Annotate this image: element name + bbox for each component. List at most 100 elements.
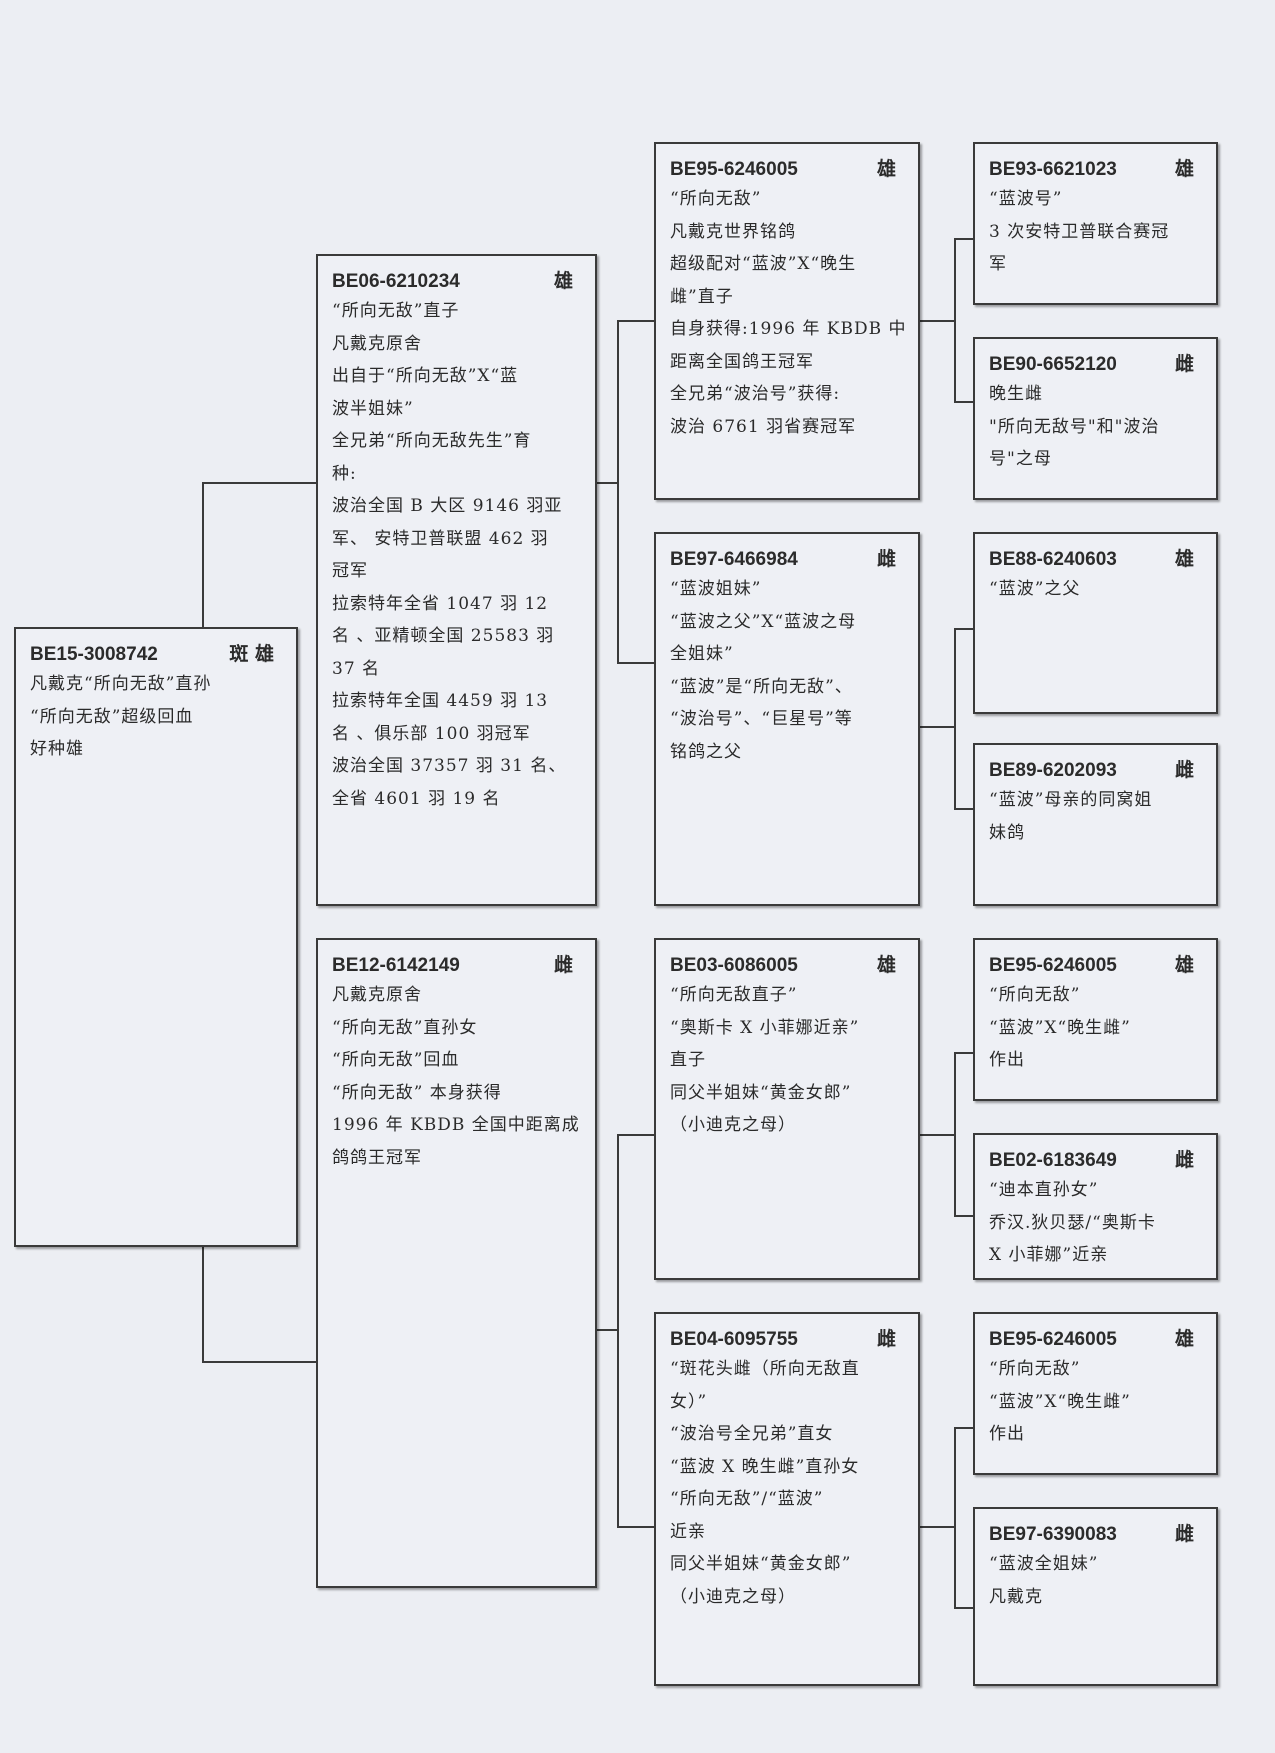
description-line: 全姐妹” (670, 644, 734, 664)
description-line: 3 次安特卫普联合赛冠 (989, 221, 1170, 242)
description-line: 种: (332, 463, 357, 484)
sex-label: 雌 (876, 548, 896, 570)
description-line: “蓝波全姐妹” (989, 1554, 1099, 1574)
sex-label: 雄 (1174, 548, 1194, 570)
description-line: “所向无敌” (989, 985, 1081, 1005)
description-line: 军、 安特卫普联盟 462 羽 (332, 528, 549, 549)
sex-label: 雌 (553, 954, 573, 976)
description-line: “波治号全兄弟”直女 (670, 1424, 834, 1444)
description-line: “蓝波”X“晚生雌” (989, 1017, 1131, 1038)
connector (617, 320, 619, 662)
ring-number: BE04-6095755 (670, 1329, 798, 1350)
description-line: 拉索特年全国 4459 羽 13 (332, 691, 549, 711)
description-line: “蓝波”X“晚生雌” (989, 1391, 1131, 1412)
card-header: BE97-6466984 雌 (670, 544, 904, 571)
connector (597, 482, 617, 484)
description-line: 鸽鸽王冠军 (332, 1147, 422, 1168)
description-line: “迪本直孙女” (989, 1180, 1099, 1200)
description-line: 女）” (670, 1391, 708, 1412)
description-line: “所向无敌” (670, 189, 762, 209)
connector (617, 1526, 654, 1528)
description-line: 凡戴克“所向无敌”直孙 (30, 674, 212, 694)
sex-label: 雄 (876, 954, 896, 976)
description-line: “蓝波 X 晚生雌”直孙女 (670, 1456, 860, 1477)
description-line: 冠军 (332, 561, 368, 581)
description-line: 雌”直子 (670, 286, 734, 307)
description-line: 出自于“所向无敌”X“蓝 (332, 366, 519, 386)
ring-number: BE90-6652120 (989, 354, 1117, 375)
description-line: “所向无敌”回血 (332, 1050, 460, 1070)
card-header: BE89-6202093 雌 (989, 755, 1202, 782)
description-line: “蓝波姐妹” (670, 579, 762, 599)
description-line: 波治全国 37357 羽 31 名、 (332, 756, 567, 776)
sex-label: 雌 (876, 1328, 896, 1350)
description-line: 乔汉.狄贝瑟/“奥斯卡 (989, 1212, 1156, 1233)
description-line: 作出 (989, 1050, 1025, 1070)
sex-label: 雌 (1174, 1523, 1194, 1545)
description-line: “所向无敌”/“蓝波” (670, 1489, 824, 1509)
description-line: “所向无敌” 本身获得 (332, 1082, 502, 1103)
description-line: 距离全国鸽王冠军 (670, 351, 814, 372)
ring-number: BE95-6246005 (989, 1329, 1117, 1350)
sex-label: 雄 (876, 158, 896, 180)
description-line: 全兄弟“所向无敌先生”育 (332, 431, 532, 451)
connector (202, 1247, 204, 1361)
description-line: 凡戴克原舍 (332, 333, 422, 354)
ring-number: BE97-6466984 (670, 549, 798, 570)
description-line: 号"之母 (989, 449, 1052, 469)
connector (597, 1329, 617, 1331)
connector (954, 1052, 973, 1054)
description-line: 近亲 (670, 1521, 706, 1542)
description-line: “所向无敌” (989, 1359, 1081, 1379)
connector (920, 320, 954, 322)
description-line: 铭鸽之父 (670, 741, 742, 762)
ring-number: BE89-6202093 (989, 760, 1117, 781)
connector (920, 1134, 954, 1136)
description-line: 凡戴克世界铭鸽 (670, 221, 796, 242)
sex-label: 雄 (1174, 1328, 1194, 1350)
description-line: 拉索特年全省 1047 羽 12 (332, 593, 549, 614)
description-line: “波治号”、“巨星号”等 (670, 709, 853, 729)
connector (954, 628, 973, 630)
connector (202, 482, 316, 484)
description-line: 同父半姐妹“黄金女郎” (670, 1082, 852, 1103)
sex-label: 雌 (1174, 353, 1194, 375)
description-line: “斑花头雌（所向无敌直 (670, 1359, 860, 1379)
description-line: 波半姐妹” (332, 398, 414, 419)
description-line: 妹鸽 (989, 822, 1025, 843)
connector (617, 320, 654, 322)
description-line: “奥斯卡 X 小菲娜近亲” (670, 1017, 860, 1038)
description-line: 自身获得:1996 年 KBDB 中 (670, 319, 907, 339)
description-line: 同父半姐妹“黄金女郎” (670, 1554, 852, 1574)
card-header: BE90-6652120 雌 (989, 349, 1202, 376)
connector (954, 1427, 956, 1607)
description-line: 军 (989, 254, 1007, 274)
sex-label: 雄 (1174, 158, 1194, 180)
ring-number: BE93-6621023 (989, 159, 1117, 180)
connector (954, 238, 973, 240)
description-line: 凡戴克原舍 (332, 985, 422, 1005)
connector (617, 662, 654, 664)
description-line: “所向无敌”超级回血 (30, 706, 194, 727)
description-line: 全省 4601 羽 19 名 (332, 788, 501, 809)
ring-number: BE15-3008742 (30, 644, 158, 665)
sex-label: 雌 (1174, 1149, 1194, 1171)
sex-label: 雌 (1174, 759, 1194, 781)
description-line: 名 、亚精顿全国 25583 羽 (332, 626, 555, 646)
connector (202, 482, 204, 627)
